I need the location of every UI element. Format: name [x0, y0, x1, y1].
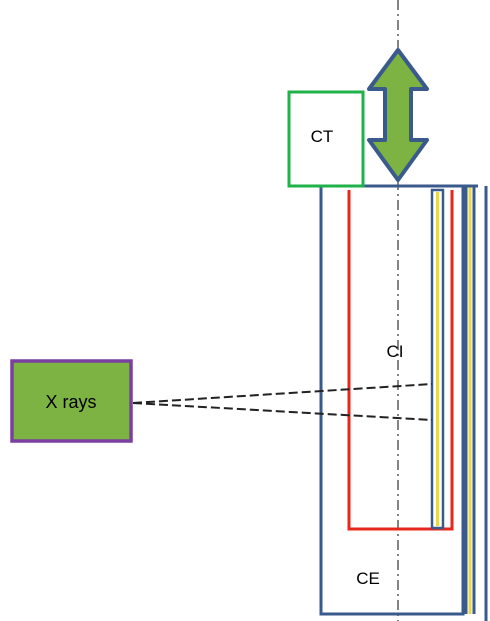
- ce-label: CE: [356, 569, 380, 588]
- xray-beam-lower: [132, 402, 433, 421]
- ce-outer-container: [319, 184, 465, 616]
- xray-label: X rays: [45, 392, 96, 412]
- ct-label: CT: [311, 127, 334, 146]
- ci-label: CI: [387, 342, 404, 361]
- detector-strip: [430, 188, 445, 530]
- ci-inner-container: [347, 190, 454, 531]
- xray-source-box: [10, 359, 133, 443]
- vertical-double-arrow: [367, 48, 429, 182]
- ct-box: [287, 90, 365, 188]
- xray-beam-upper: [132, 383, 433, 404]
